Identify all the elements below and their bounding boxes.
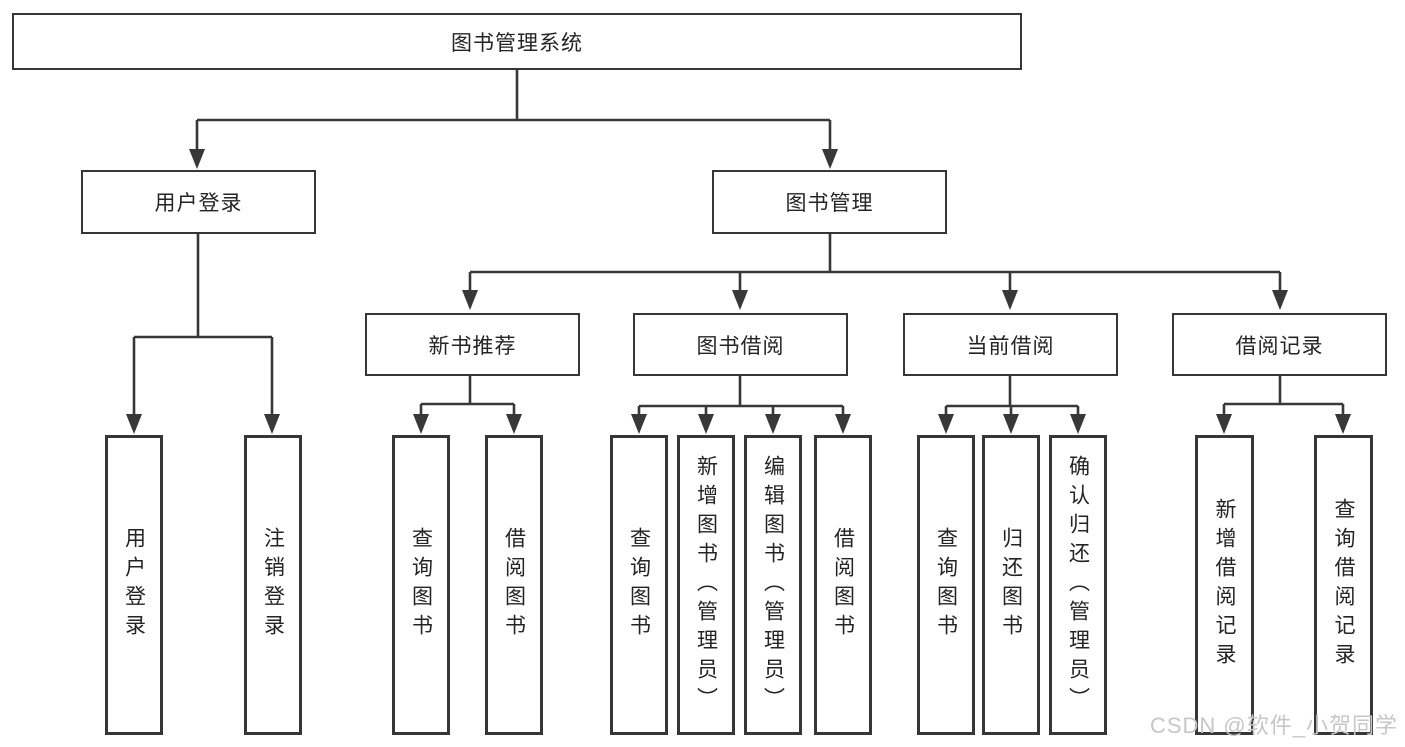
- node-book-borrowing: 图书借阅: [633, 313, 848, 376]
- leaf-query-books-current: 查询图书: [917, 435, 975, 735]
- leaf-return-book: 归还图书: [982, 435, 1040, 735]
- leaf-label: 查询图书: [627, 527, 651, 643]
- node-label: 图书管理: [785, 192, 874, 215]
- leaf-borrow-books-borrowing: 借阅图书: [814, 435, 872, 735]
- leaf-label: 编辑图书（管理员）: [761, 454, 785, 716]
- node-label: 新书推荐: [428, 334, 517, 358]
- leaf-label: 借阅图书: [502, 527, 526, 643]
- leaf-add-borrow-record: 新增借阅记录: [1195, 435, 1254, 735]
- node-library-management-system: 图书管理系统: [12, 13, 1022, 70]
- leaf-query-borrow-record: 查询借阅记录: [1314, 435, 1373, 735]
- arrowheads: [126, 149, 1351, 434]
- node-label: 用户登录: [154, 192, 243, 215]
- node-current-borrowing: 当前借阅: [903, 313, 1118, 376]
- leaf-logout: 注销登录: [244, 435, 302, 735]
- leaf-label: 查询借阅记录: [1332, 498, 1356, 672]
- leaf-label: 注销登录: [261, 527, 285, 643]
- leaf-borrow-books-newbook: 借阅图书: [485, 435, 543, 735]
- leaf-add-book-admin: 新增图书（管理员）: [677, 435, 735, 735]
- leaf-user-login: 用户登录: [105, 435, 163, 735]
- leaf-label: 确认归还（管理员）: [1066, 454, 1090, 716]
- leaf-label: 新增借阅记录: [1213, 498, 1237, 672]
- leaf-query-books-borrowing: 查询图书: [610, 435, 668, 735]
- node-new-book-recommend: 新书推荐: [365, 313, 580, 376]
- leaf-label: 新增图书（管理员）: [694, 454, 718, 716]
- leaf-label: 借阅图书: [831, 527, 855, 643]
- leaf-label: 归还图书: [999, 527, 1023, 643]
- node-user-login: 用户登录: [81, 170, 316, 234]
- leaf-label: 查询图书: [934, 527, 958, 643]
- leaf-label: 查询图书: [409, 527, 433, 643]
- leaf-label: 用户登录: [122, 527, 146, 643]
- node-label: 图书借阅: [696, 334, 785, 358]
- node-label: 借阅记录: [1235, 334, 1324, 358]
- leaf-query-books-newbook: 查询图书: [392, 435, 450, 735]
- node-label: 图书管理系统: [451, 31, 583, 55]
- node-borrowing-records: 借阅记录: [1172, 313, 1387, 376]
- leaf-edit-book-admin: 编辑图书（管理员）: [744, 435, 802, 735]
- node-book-management: 图书管理: [712, 170, 947, 234]
- node-label: 当前借阅: [966, 334, 1055, 358]
- leaf-confirm-return-admin: 确认归还（管理员）: [1049, 435, 1107, 735]
